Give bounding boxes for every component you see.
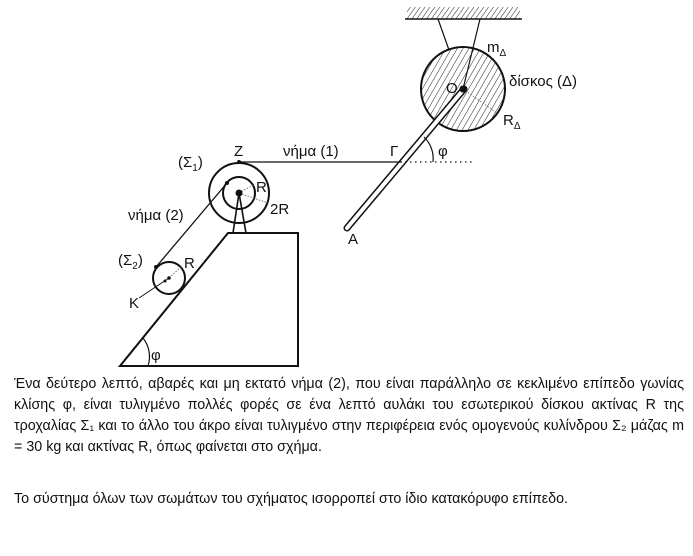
cylinder-sigma2 [138, 261, 186, 299]
pulley-support [232, 192, 247, 234]
label-R-inner: R [256, 179, 267, 196]
label-sigma2: (Σ2) [118, 252, 143, 272]
ceiling [405, 7, 522, 20]
physics-diagram: mΔ δίσκος (Δ) O RΔ νήμα (1) Γ φ Z (Σ1) R… [117, 7, 577, 367]
label-Z: Z [234, 143, 243, 160]
label-phi-bottom: φ [151, 347, 161, 364]
inclined-block [117, 232, 299, 367]
label-R-delta: RΔ [503, 112, 521, 132]
label-sigma1: (Σ1) [178, 154, 203, 174]
label-O: O [446, 80, 458, 97]
label-A: A [348, 231, 358, 248]
problem-paragraph-2: Το σύστημα όλων των σωμάτων του σχήματος… [14, 491, 569, 507]
thread-2 [155, 182, 228, 268]
problem-paragraph-1: Ένα δεύτερο λεπτό, αβαρές και μη εκτατό … [14, 376, 684, 455]
label-R-cylinder: R [184, 255, 195, 272]
label-thread-1: νήμα (1) [283, 143, 339, 160]
label-K: K [129, 295, 139, 312]
angle-arc-phi-bottom [142, 337, 151, 367]
label-gamma: Γ [390, 143, 398, 160]
rod [343, 85, 468, 232]
label-disk: δίσκος (Δ) [509, 73, 577, 90]
label-m-delta: mΔ [487, 39, 507, 59]
label-phi-top: φ [438, 143, 448, 160]
label-2R: 2R [270, 201, 289, 218]
label-thread-2: νήμα (2) [128, 207, 184, 224]
angle-arc-phi-top [423, 136, 434, 163]
